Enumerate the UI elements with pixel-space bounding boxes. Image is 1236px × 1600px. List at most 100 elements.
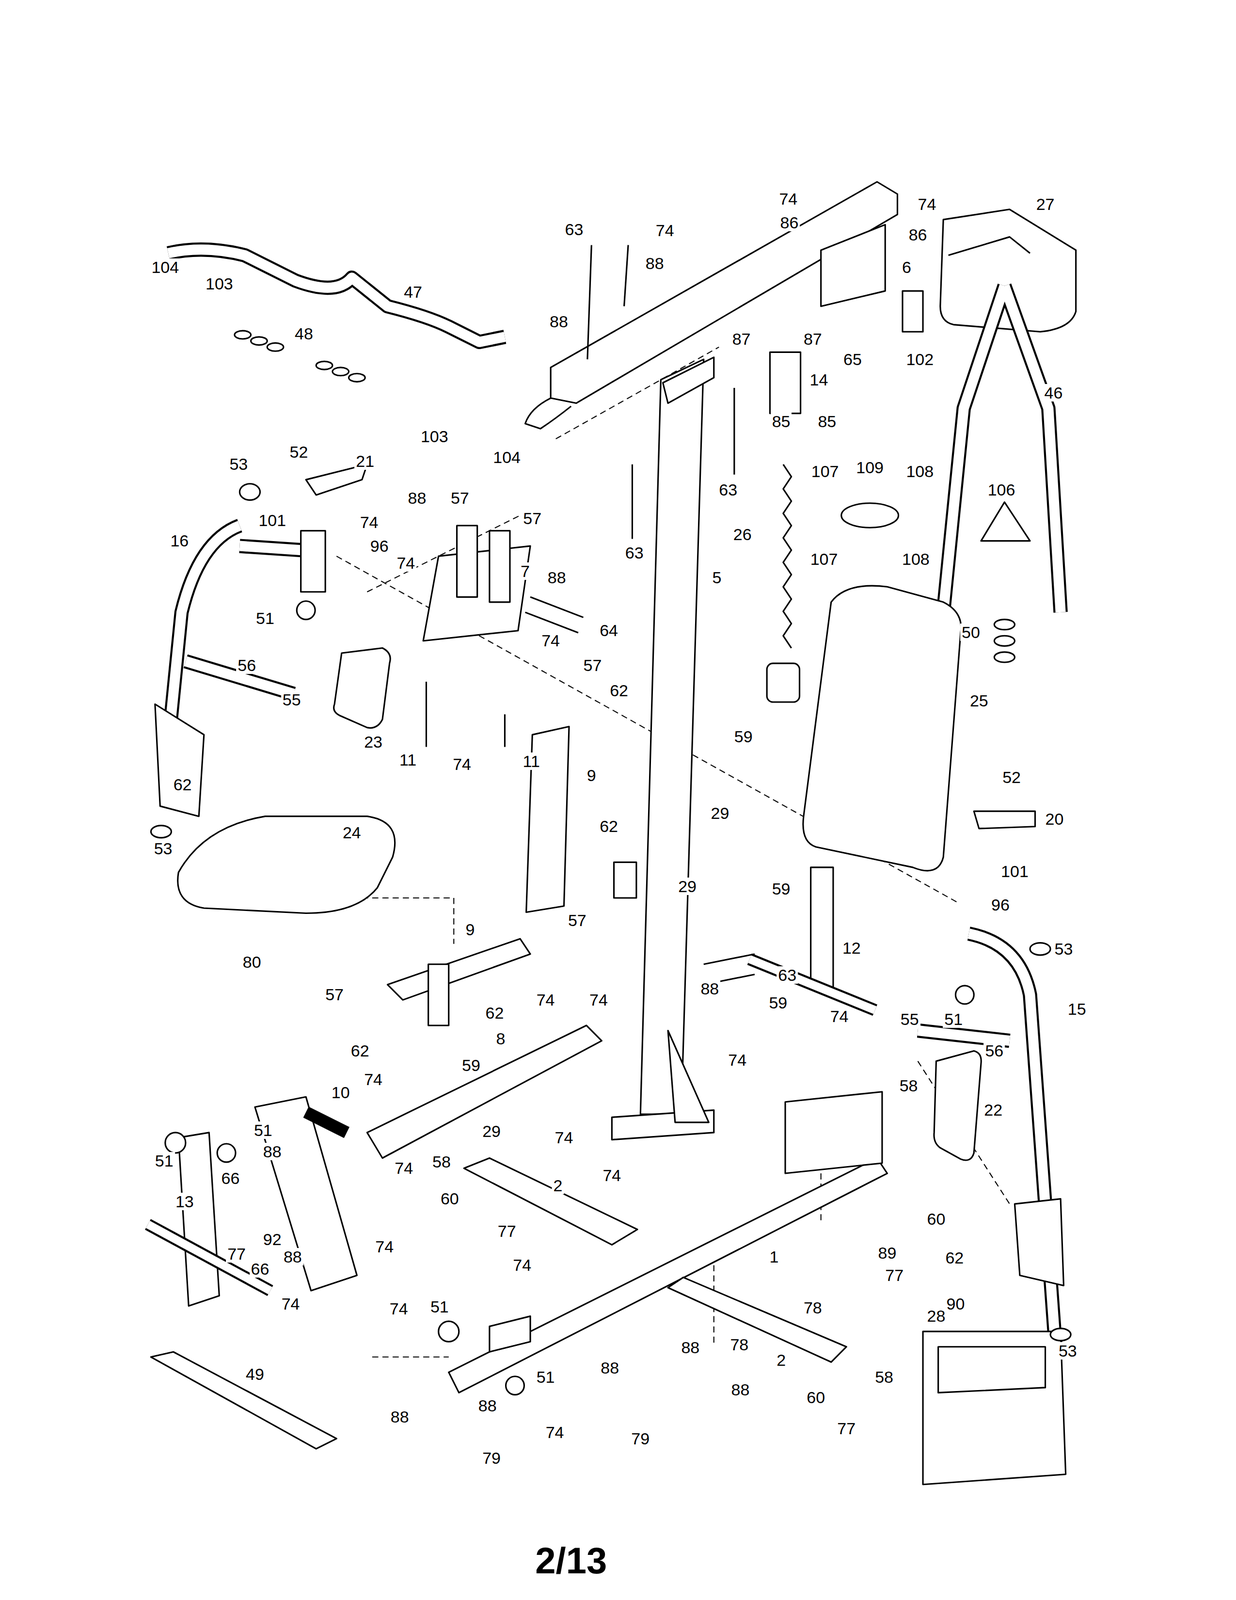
callout-number: 56 [236,656,258,674]
callout-number: 49 [244,1364,266,1383]
callout-number: 59 [770,879,793,898]
callout-number: 88 [261,1142,284,1160]
callout-number: 51 [252,1121,274,1139]
callout-number: 20 [1044,809,1066,828]
callout-number: 74 [388,1299,410,1317]
callout-number: 79 [480,1448,503,1467]
callout-number: 59 [460,1056,482,1074]
callout-number: 88 [282,1247,304,1266]
callout-number: 106 [986,480,1017,499]
callout-number: 16 [168,531,191,550]
callout-number: 29 [480,1122,503,1140]
callout-number: 59 [767,993,789,1012]
callout-number: 88 [729,1380,752,1398]
callout-number: 65 [841,350,864,368]
callout-number: 74 [916,195,938,213]
callout-number: 9 [585,766,598,784]
callout-number: 74 [539,631,562,650]
callout-number: 62 [598,817,620,835]
callout-number: 21 [354,452,376,470]
callout-number: 53 [227,455,250,473]
callout-number: 88 [548,312,570,331]
callout-number: 87 [802,330,824,348]
callout-number: 74 [362,1070,384,1088]
callout-number: 78 [802,1298,824,1316]
callout-number: 104 [149,258,181,276]
callout-number: 104 [491,448,523,466]
callout-number: 74 [535,990,557,1009]
callout-number: 2 [551,1176,564,1194]
callout-number: 64 [598,621,620,639]
callout-number: 26 [731,525,754,543]
callout-number: 23 [362,732,384,751]
callout-number: 62 [172,775,194,793]
callout-number: 92 [261,1230,284,1248]
callout-number: 2 [775,1350,788,1369]
callout-number: 63 [717,480,739,499]
callout-number: 77 [225,1244,248,1263]
callout-number: 62 [349,1041,371,1060]
callout-number: 88 [679,1338,701,1356]
callout-number: 77 [835,1419,857,1437]
callout-number: 60 [439,1189,461,1207]
callout-number: 74 [358,513,381,531]
callout-number: 53 [1057,1341,1079,1360]
callout-number: 51 [535,1367,557,1386]
callout-number: 55 [281,690,303,709]
callout-number: 85 [816,412,838,430]
callout-number: 96 [368,537,391,555]
callout-number: 51 [153,1151,175,1170]
callout-number: 101 [256,511,288,529]
callout-number: 60 [925,1209,948,1228]
callout-number: 96 [989,895,1012,914]
callout-number: 51 [428,1297,451,1316]
callout-number: 58 [430,1152,453,1171]
callout-number: 74 [451,755,473,773]
callout-number: 51 [254,609,276,627]
callout-number: 7 [519,562,532,580]
callout-number: 89 [876,1243,899,1262]
callout-number: 87 [730,330,753,348]
callout-number: 52 [288,443,310,461]
callout-number: 74 [553,1128,575,1146]
callout-number: 53 [152,839,175,857]
callout-number: 80 [241,952,263,971]
page-number: 2/13 [533,1541,609,1580]
callout-number: 52 [1000,768,1023,786]
callout-number: 58 [898,1076,920,1094]
callout-number: 88 [389,1407,411,1426]
callout-number: 57 [581,656,603,674]
callout-number: 108 [904,462,935,480]
callout-number: 88 [546,568,568,587]
callout-number: 9 [463,920,476,938]
callout-number: 57 [521,509,543,527]
callout-number: 8 [494,1029,508,1047]
callout-number: 85 [770,412,793,430]
callout-number: 24 [341,823,363,841]
callout-number: 63 [776,966,798,984]
callout-number: 1 [767,1247,780,1266]
callout-number: 78 [728,1335,750,1353]
callout-number: 90 [944,1294,967,1313]
callout-number: 88 [644,254,666,272]
callout-number: 11 [397,750,418,769]
callout-number: 88 [698,979,721,998]
callout-number: 47 [402,283,424,301]
callout-number: 77 [883,1266,905,1284]
callout-number: 50 [960,623,982,641]
callout-number: 60 [805,1388,827,1406]
callout-number: 77 [496,1221,518,1240]
callout-number: 74 [544,1423,566,1441]
callout-number: 48 [293,324,315,343]
callout-number: 29 [709,804,731,822]
callout-number: 28 [925,1306,948,1325]
callout-number: 51 [942,1010,965,1028]
callout-number: 25 [968,691,990,710]
callout-number: 74 [393,1158,415,1177]
callout-number: 63 [623,543,646,562]
callout-number: 5 [711,568,724,587]
callout-number: 58 [873,1367,895,1386]
callout-number: 103 [419,427,450,445]
callout-number: 62 [608,681,630,699]
callout-number: 66 [249,1259,271,1278]
